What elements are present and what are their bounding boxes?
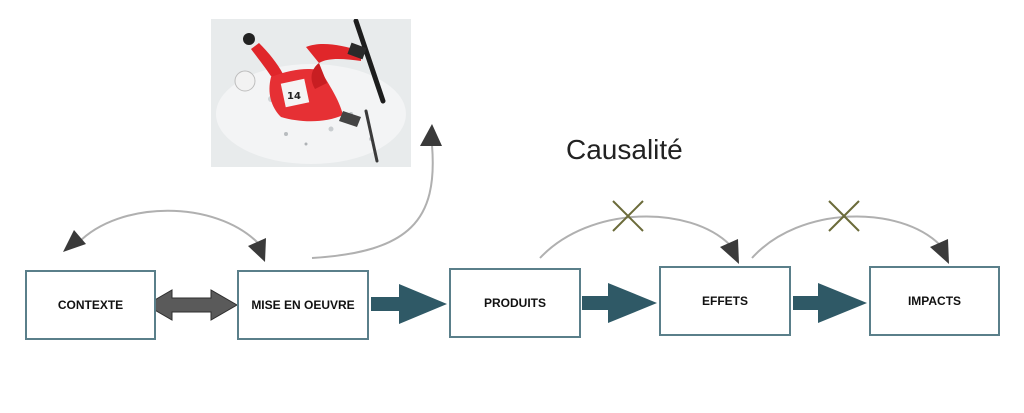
arrowhead-impacts [930, 239, 949, 264]
box-impacts: IMPACTS [869, 266, 1000, 336]
cross-mark-1b [612, 200, 644, 232]
box-produits: PRODUITS [449, 268, 581, 338]
box-effets-label: EFFETS [701, 294, 748, 308]
box-mise-en-oeuvre-label: MISE EN OEUVRE [251, 298, 355, 312]
skier-fall-photo: 14 [211, 19, 411, 167]
arrowhead-right [248, 238, 266, 262]
cross-mark-2b [828, 200, 860, 232]
flow-arrow-2 [582, 283, 657, 323]
double-arrow [144, 289, 239, 321]
bib-number: 14 [287, 91, 301, 102]
box-contexte-label: CONTEXTE [57, 298, 124, 312]
box-produits-label: PRODUITS [483, 296, 546, 310]
box-effets: EFFETS [659, 266, 791, 336]
arrowhead-up [420, 124, 442, 146]
implementation-photo-curve [311, 144, 434, 259]
effects-impacts-curve [751, 215, 941, 259]
diagram-title: Causalité [566, 134, 683, 165]
flow-arrow-3 [793, 283, 867, 323]
box-mise-en-oeuvre: MISE EN OEUVRE [237, 270, 369, 340]
context-implementation-curve [77, 209, 259, 244]
skier-illustration: 14 [211, 19, 411, 167]
arrowhead-left [63, 230, 86, 252]
box-impacts-label: IMPACTS [907, 294, 962, 308]
arrowhead-effects [720, 239, 739, 264]
box-contexte: CONTEXTE [25, 270, 156, 340]
flow-arrow-1 [371, 284, 447, 324]
products-effects-curve [539, 215, 731, 259]
